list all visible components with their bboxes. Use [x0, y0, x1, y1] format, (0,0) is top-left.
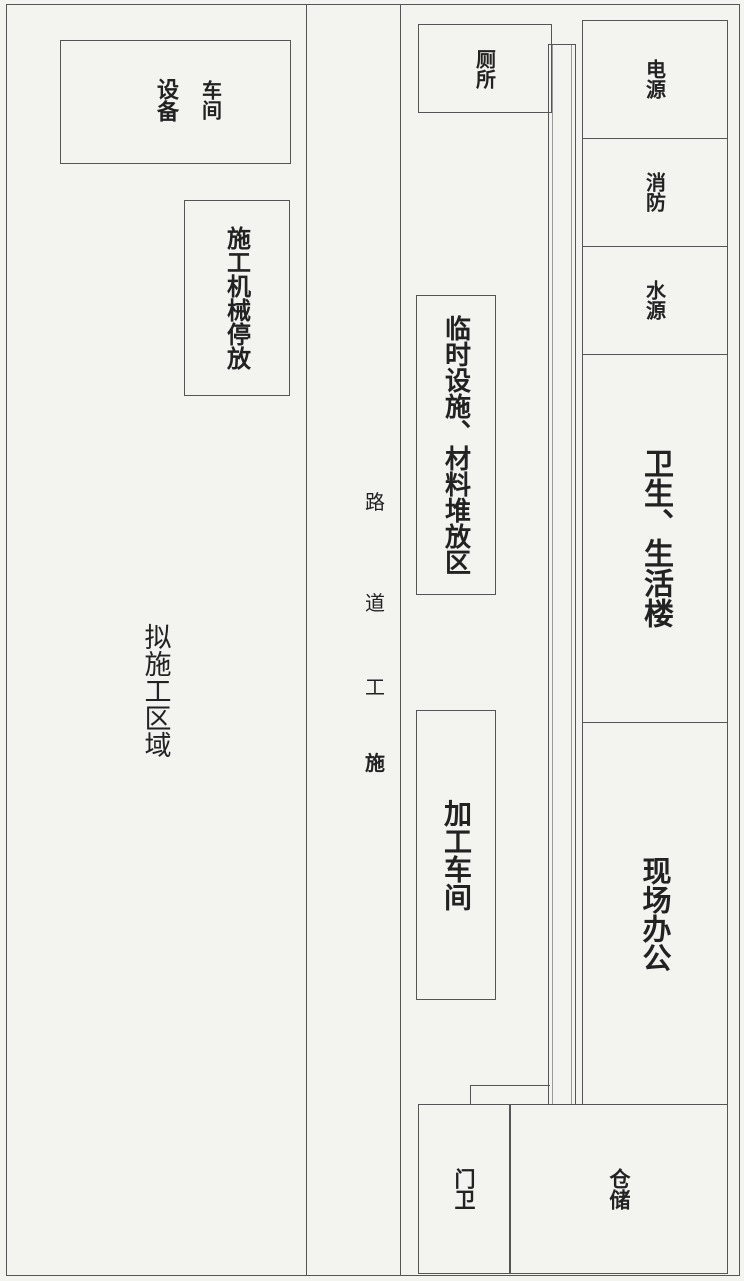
utility-strip-line-1 [548, 44, 550, 1104]
equipment-workshop-line1: 设备 [153, 78, 178, 122]
storage-label: 仓储 [607, 1168, 631, 1210]
temporary-facilities-label: 临时设施、材料堆放区 [440, 315, 471, 575]
boundary-line-2 [400, 4, 402, 1276]
boundary-line-1 [306, 4, 308, 1276]
planned-construction-area-text: 拟施工区域 [139, 622, 171, 758]
connector-horizontal [470, 1085, 550, 1087]
equipment-workshop-box [60, 40, 291, 164]
outer-frame [6, 4, 740, 1276]
road-char-4: 路 [365, 490, 385, 514]
right-column-right [727, 20, 729, 1105]
divider-fire-water [582, 246, 728, 248]
gate-guard-label: 门卫 [452, 1168, 476, 1210]
right-column-line [582, 20, 584, 1105]
equipment-workshop-line2: 车间 [198, 80, 223, 120]
divider-water-living [582, 354, 728, 356]
fire-protection-label: 消防 [642, 172, 667, 212]
road-char-3: 道 [365, 591, 385, 615]
utility-strip-line-3 [575, 44, 577, 1104]
machinery-parking-box [184, 200, 290, 396]
utility-strip-cap [548, 44, 576, 46]
road-char-1: 施 [365, 751, 385, 775]
living-building-label: 卫生、生活楼 [638, 448, 673, 628]
divider-living-office [582, 722, 728, 724]
processing-workshop-box [416, 710, 496, 1000]
gate-guard-box [418, 1104, 510, 1274]
road-char-2: 工 [365, 675, 385, 699]
temporary-facilities-box [416, 295, 496, 595]
storage-box [510, 1104, 728, 1274]
right-column-top [582, 20, 728, 22]
divider-power-fire [582, 138, 728, 140]
water-source-label: 水源 [642, 280, 667, 320]
utility-strip-line-4 [571, 44, 573, 1104]
processing-workshop-label: 加工车间 [440, 799, 473, 911]
planned-construction-area-label: 拟施工区域 [135, 560, 175, 820]
machinery-parking-label: 施工机械停放 [222, 226, 251, 370]
site-office-label: 现场办公 [638, 855, 672, 972]
toilet-box [418, 24, 552, 113]
toilet-label: 厕所 [472, 48, 497, 89]
utility-strip-line-2 [552, 44, 554, 1104]
power-source-label: 电源 [642, 59, 667, 99]
connector-vertical [470, 1085, 472, 1105]
